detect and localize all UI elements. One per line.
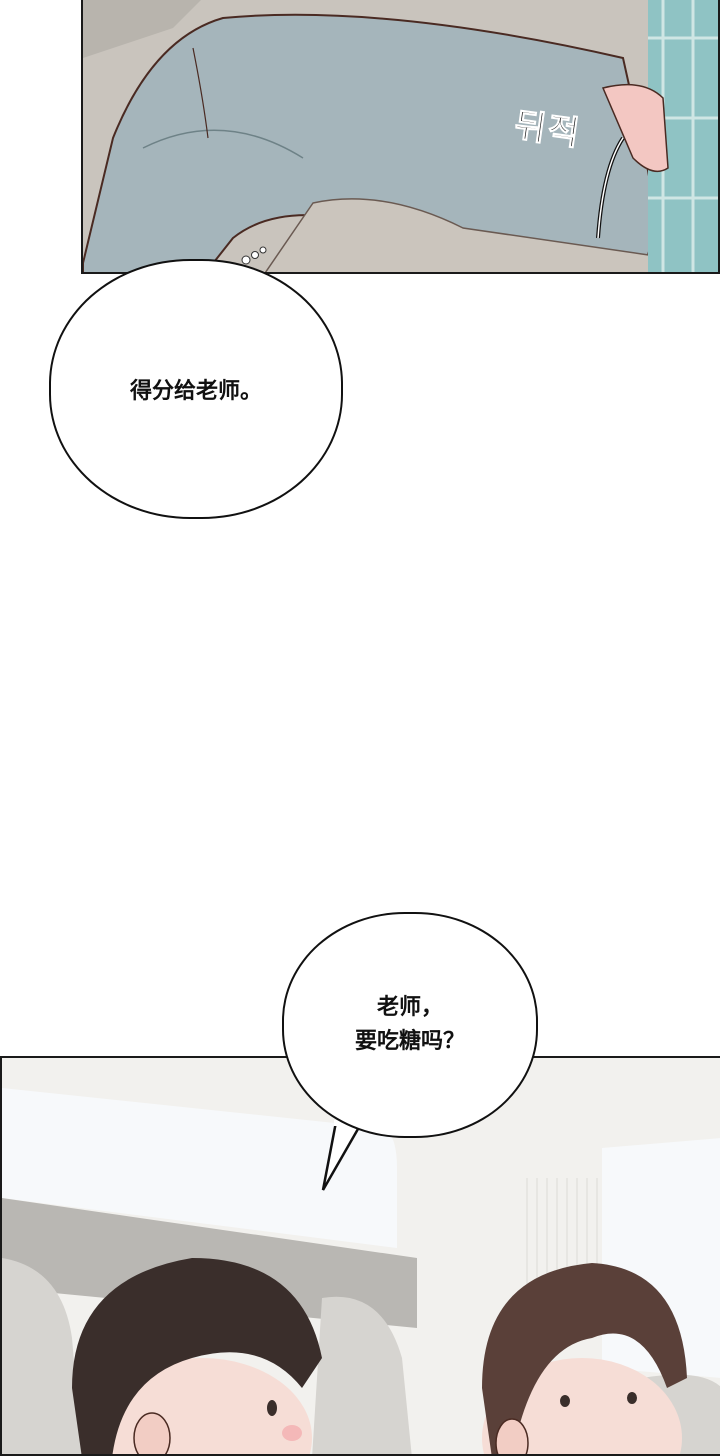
speech-bubble-1: 得分给老师。 xyxy=(49,259,343,519)
comic-panel-1: 뒤적 xyxy=(81,0,720,274)
speech-bubble-2-line-1: 老师， xyxy=(376,995,443,1020)
speech-bubble-1-text: 得分给老师。 xyxy=(129,379,262,404)
sound-effect-text: 뒤적 xyxy=(512,105,584,155)
speech-bubble-2-line-2: 要吃糖吗？ xyxy=(354,1029,465,1054)
speech-bubble-2: 老师， 要吃糖吗？ xyxy=(282,912,538,1138)
panel-1-illustration xyxy=(83,0,718,272)
